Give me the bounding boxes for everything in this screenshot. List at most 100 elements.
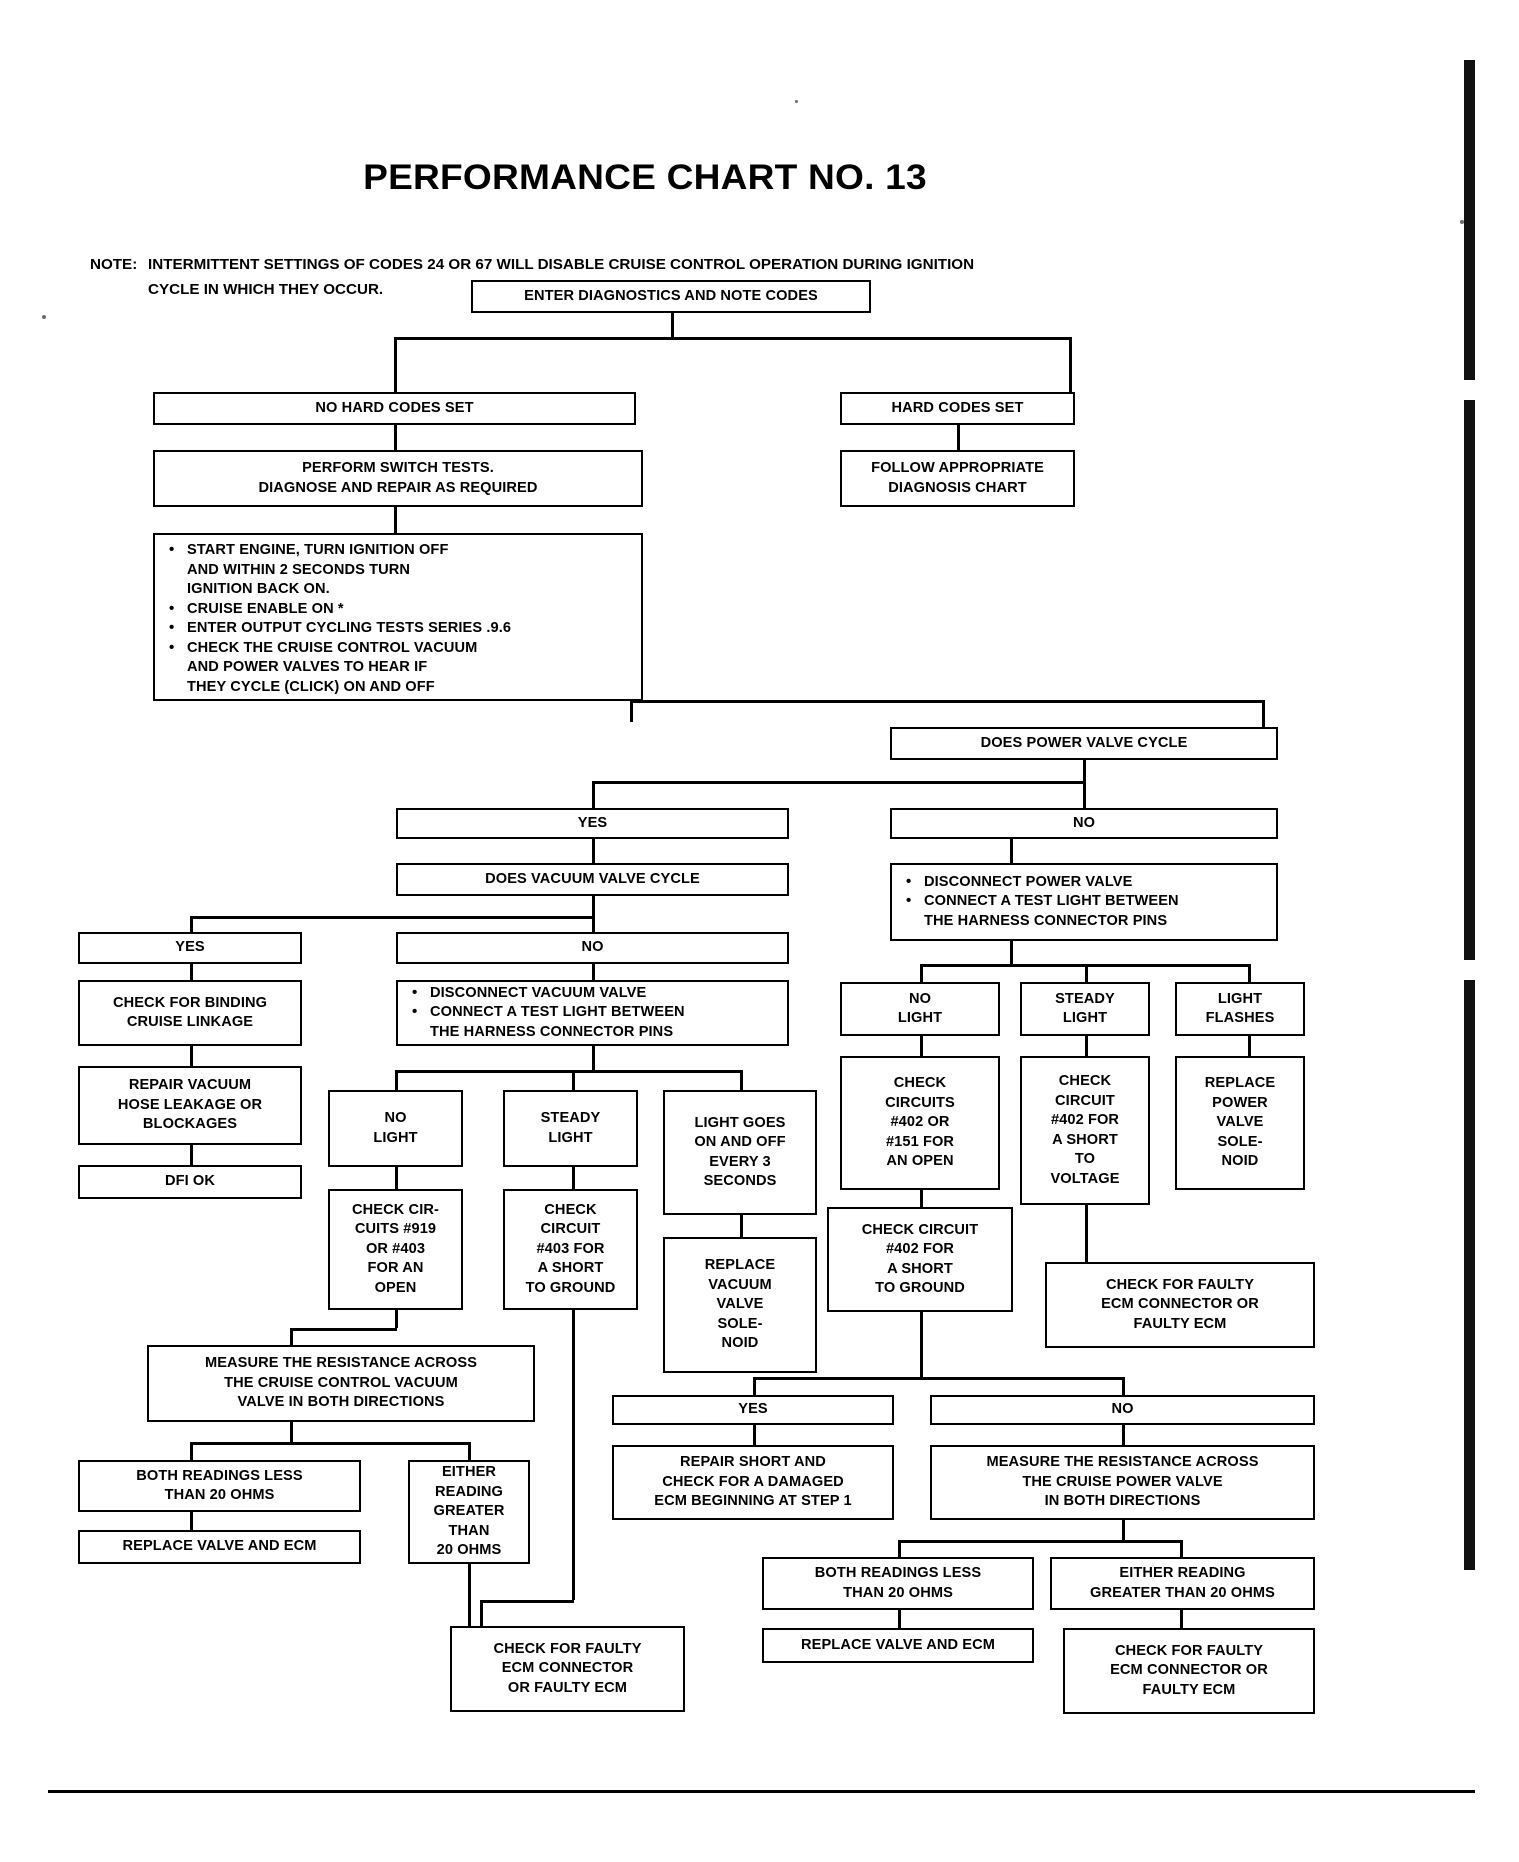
bullet-item: CHECK THE CRUISE CONTROL VACUUM [167, 638, 477, 659]
node-start-engine-steps[interactable]: START ENGINE, TURN IGNITION OFF AND WITH… [153, 533, 643, 701]
bullet-item: DISCONNECT POWER VALVE [904, 872, 1132, 893]
connector [898, 1540, 1182, 1543]
node-enter-diagnostics[interactable]: ENTER DIAGNOSTICS AND NOTE CODES [471, 280, 871, 313]
node-text: EITHER [441, 1464, 497, 1481]
node-text: #402 OR [890, 1114, 950, 1131]
connector [592, 1046, 595, 1070]
connector [1069, 337, 1072, 392]
node-text: REPLACE [704, 1257, 776, 1274]
node-text: SECONDS [703, 1173, 777, 1189]
page-title: PERFORMANCE CHART NO. 13 [363, 158, 927, 197]
connector [1248, 1036, 1251, 1056]
node-check-circuit-403-short-ground[interactable]: CHECK CIRCUIT #403 FOR A SHORT TO GROUND [503, 1189, 638, 1310]
node-replace-power-valve-solenoid[interactable]: REPLACE POWER VALVE SOLE- NOID [1175, 1056, 1305, 1190]
node-text: LIGHT [897, 1010, 943, 1026]
connector [1248, 964, 1251, 982]
node-replace-valve-and-ecm-right[interactable]: REPLACE VALVE AND ECM [762, 1628, 1034, 1663]
node-text: ECM BEGINNING AT STEP 1 [654, 1493, 852, 1510]
node-text: VALVE [1216, 1114, 1264, 1131]
node-text: DFI OK [164, 1173, 216, 1190]
node-vacuum-steady-light[interactable]: STEADY LIGHT [503, 1090, 638, 1167]
node-no-hard-codes-set[interactable]: NO HARD CODES SET [153, 392, 636, 425]
node-check-circuits-402-151-open[interactable]: CHECK CIRCUITS #402 OR #151 FOR AN OPEN [840, 1056, 1000, 1190]
scan-edge-artifact-3 [1464, 980, 1475, 1570]
node-text: REPAIR VACUUM [128, 1077, 252, 1094]
node-vacuum-no-light[interactable]: NO LIGHT [328, 1090, 463, 1167]
node-text: LIGHT [373, 1129, 418, 1146]
node-disconnect-power-valve[interactable]: DISCONNECT POWER VALVE CONNECT A TEST LI… [890, 863, 1278, 941]
node-power-no-light[interactable]: NO LIGHT [840, 982, 1000, 1036]
node-replace-vacuum-valve-solenoid[interactable]: REPLACE VACUUM VALVE SOLE- NOID [663, 1237, 817, 1373]
node-text: REPAIR SHORT AND [680, 1454, 826, 1471]
node-check-faulty-ecm-bottom[interactable]: CHECK FOR FAULTY ECM CONNECTOR OR FAULTY… [1063, 1628, 1315, 1714]
connector [394, 424, 397, 450]
node-measure-resistance-power-valve[interactable]: MEASURE THE RESISTANCE ACROSS THE CRUISE… [930, 1445, 1315, 1520]
note-label: NOTE: [90, 256, 138, 273]
node-text: FAULTY ECM [1142, 1681, 1236, 1698]
node-text: HARD CODES SET [891, 399, 1024, 416]
connector [592, 838, 595, 863]
node-follow-appropriate-diagnosis-chart[interactable]: FOLLOW APPROPRIATE DIAGNOSIS CHART [840, 450, 1075, 507]
bullet-continuation: IGNITION BACK ON. [187, 581, 330, 597]
node-check-circuit-402-short-voltage[interactable]: CHECK CIRCUIT #402 FOR A SHORT TO VOLTAG… [1020, 1056, 1150, 1205]
node-text: THE CRUISE POWER VALVE [1022, 1473, 1223, 1490]
node-replace-valve-and-ecm-left[interactable]: REPLACE VALVE AND ECM [78, 1530, 361, 1564]
connector [753, 1377, 756, 1395]
connector [1180, 1610, 1183, 1628]
node-repair-short-check-damaged-ecm[interactable]: REPAIR SHORT AND CHECK FOR A DAMAGED ECM… [612, 1445, 894, 1520]
node-power-valve-yes[interactable]: YES [396, 808, 789, 839]
node-either-reading-greater-left[interactable]: EITHER READING GREATER THAN 20 OHMS [408, 1460, 530, 1564]
node-short-no[interactable]: NO [930, 1395, 1315, 1425]
node-check-faulty-ecm-left[interactable]: CHECK FOR FAULTY ECM CONNECTOR OR FAULTY… [450, 1626, 685, 1712]
node-does-power-valve-cycle[interactable]: DOES POWER VALVE CYCLE [890, 727, 1278, 760]
node-text: CHECK [893, 1075, 947, 1092]
node-power-steady-light[interactable]: STEADY LIGHT [1020, 982, 1150, 1036]
node-measure-resistance-vacuum-valve[interactable]: MEASURE THE RESISTANCE ACROSS THE CRUISE… [147, 1345, 535, 1422]
node-text: 20 OHMS [436, 1542, 502, 1559]
node-both-readings-less-20-right[interactable]: BOTH READINGS LESS THAN 20 OHMS [762, 1557, 1034, 1610]
node-check-faulty-ecm-right[interactable]: CHECK FOR FAULTY ECM CONNECTOR OR FAULTY… [1045, 1262, 1315, 1348]
node-check-circuits-919-403[interactable]: CHECK CIR- CUITS #919 OR #403 FOR AN OPE… [328, 1189, 463, 1310]
node-dfi-ok[interactable]: DFI OK [78, 1165, 302, 1199]
node-text: #402 FOR [1050, 1112, 1120, 1128]
node-does-vacuum-valve-cycle[interactable]: DOES VACUUM VALVE CYCLE [396, 863, 789, 896]
node-text: SOLE- [1217, 1133, 1263, 1150]
connector [1010, 838, 1013, 863]
connector [920, 1312, 923, 1377]
connector [1010, 940, 1013, 964]
node-vacuum-valve-yes[interactable]: YES [78, 932, 302, 964]
node-disconnect-vacuum-valve[interactable]: DISCONNECT VACUUM VALVE CONNECT A TEST L… [396, 980, 789, 1046]
node-text: FAULTY ECM [1133, 1315, 1227, 1332]
bullet-continuation: THE HARNESS CONNECTOR PINS [430, 1023, 674, 1040]
node-text: THAN [448, 1522, 490, 1539]
connector [920, 964, 923, 982]
node-text: STEADY [540, 1110, 601, 1126]
node-repair-vacuum-hose-leakage[interactable]: REPAIR VACUUM HOSE LEAKAGE OR BLOCKAGES [78, 1066, 302, 1145]
node-text: REPLACE VALVE AND ECM [122, 1538, 317, 1555]
node-power-light-flashes[interactable]: LIGHT FLASHES [1175, 982, 1305, 1036]
connector [1262, 700, 1265, 727]
node-text: ENTER DIAGNOSTICS AND NOTE CODES [524, 287, 818, 304]
node-power-valve-no[interactable]: NO [890, 808, 1278, 839]
connector [1083, 781, 1086, 808]
node-vacuum-valve-no[interactable]: NO [396, 932, 789, 964]
node-text: THAN 20 OHMS [164, 1487, 275, 1503]
node-hard-codes-set[interactable]: HARD CODES SET [840, 392, 1075, 425]
connector [1083, 759, 1086, 781]
connector [592, 781, 1085, 784]
node-short-yes[interactable]: YES [612, 1395, 894, 1425]
node-text: #151 FOR [885, 1133, 955, 1150]
node-text: NO [908, 990, 932, 1007]
node-check-circuit-402-short-ground[interactable]: CHECK CIRCUIT #402 FOR A SHORT TO GROUND [827, 1207, 1013, 1312]
node-text: ECM CONNECTOR OR [1110, 1662, 1268, 1679]
bullet-item: ENTER OUTPUT CYCLING TESTS SERIES .9.6 [167, 618, 511, 639]
connector [592, 916, 595, 932]
connector [630, 700, 633, 722]
node-text: CRUISE LINKAGE [126, 1014, 254, 1030]
node-check-binding-cruise-linkage[interactable]: CHECK FOR BINDING CRUISE LINKAGE [78, 980, 302, 1046]
node-either-reading-greater-right[interactable]: EITHER READING GREATER THAN 20 OHMS [1050, 1557, 1315, 1610]
node-vacuum-light-goes-on-off[interactable]: LIGHT GOES ON AND OFF EVERY 3 SECONDS [663, 1090, 817, 1215]
connector [290, 1328, 293, 1345]
node-both-readings-less-20-left[interactable]: BOTH READINGS LESS THAN 20 OHMS [78, 1460, 361, 1512]
node-perform-switch-tests[interactable]: PERFORM SWITCH TESTS. DIAGNOSE AND REPAI… [153, 450, 643, 507]
